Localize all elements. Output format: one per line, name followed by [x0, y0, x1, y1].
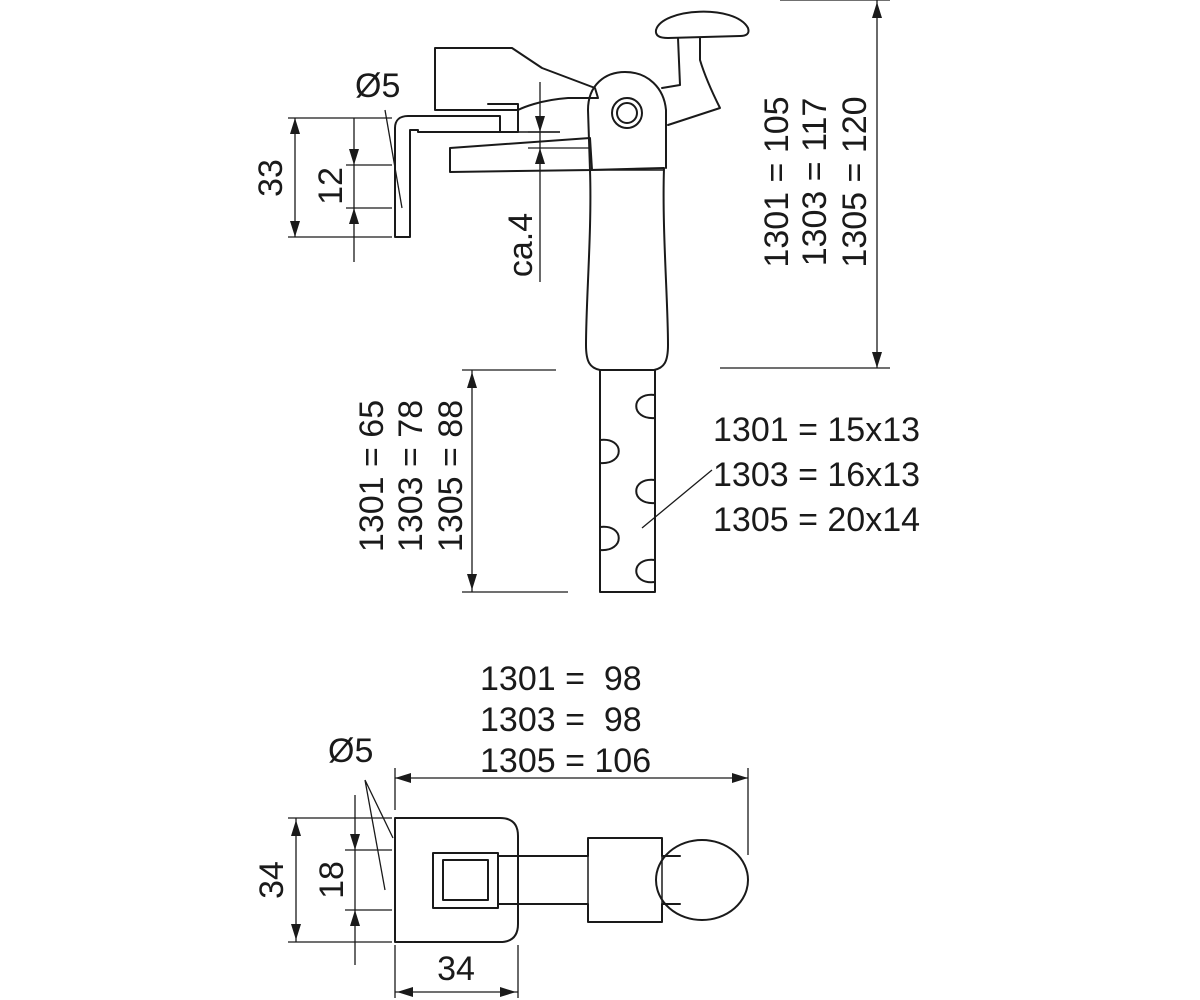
top-hole-diameter-label: Ø5: [328, 732, 373, 770]
lever-knob: [654, 10, 750, 39]
top-hole-leader: [364, 779, 394, 891]
dim-33: [288, 117, 392, 238]
hinge-block: [432, 852, 499, 909]
pin-teeth: [599, 393, 656, 584]
fixing-plate: [394, 115, 501, 238]
pin-length-1301: 1301 = 65: [353, 400, 391, 552]
pivot-hole-inner: [616, 102, 638, 124]
dim-body-height: [720, 0, 890, 369]
lever-arm: [661, 37, 721, 126]
body-height-1305: 1305 = 120: [836, 96, 874, 267]
overall-length-1305: 1305 = 106: [480, 742, 651, 780]
plate-height-label: 34: [253, 861, 291, 899]
pivot-hole-outer: [611, 97, 643, 129]
top-arm: [497, 837, 681, 923]
pin-outline: [599, 369, 656, 593]
side-view: Ø5 33 12 ca.4: [252, 0, 920, 593]
side-hole-leader: [384, 109, 403, 209]
dim-hole-spacing: [345, 795, 392, 965]
dim-ca4: [528, 82, 590, 282]
top-knob: [655, 839, 749, 921]
dim-12-label: 12: [312, 167, 350, 205]
overall-length-1303: 1303 = 98: [480, 701, 642, 739]
base-plate: [394, 817, 519, 943]
dim-12: [346, 118, 392, 262]
pin-length-1305: 1305 = 88: [432, 400, 470, 552]
plate-width-label: 34: [437, 950, 475, 988]
pin-length-1303: 1303 = 78: [392, 400, 430, 552]
body-height-1301: 1301 = 105: [758, 96, 796, 267]
pin-size-1303: 1303 = 16x13: [713, 456, 920, 494]
dim-plate-height: [288, 817, 392, 943]
pin-size-leader: [641, 469, 713, 529]
dim-overall-length: [394, 768, 749, 855]
upper-jaw: [434, 47, 599, 111]
top-view: 1301 = 98 1303 = 98 1305 = 106 Ø5: [253, 660, 749, 998]
overall-length-1301: 1301 = 98: [480, 660, 642, 698]
side-hole-diameter-label: Ø5: [355, 67, 400, 105]
dim-33-label: 33: [252, 159, 290, 197]
pin-size-1305: 1305 = 20x14: [713, 501, 920, 539]
hinge-block-inner: [442, 859, 489, 901]
body-height-1303: 1303 = 117: [796, 98, 834, 267]
pin-size-1301: 1301 = 15x13: [713, 411, 920, 449]
lower-bar: [449, 137, 593, 173]
hole-spacing-label: 18: [313, 861, 351, 899]
dim-pin-length: [462, 369, 568, 593]
pivot-head: [587, 71, 667, 171]
dim-ca4-label: ca.4: [502, 213, 540, 277]
stop-body: [585, 167, 669, 371]
dim-plate-width: [394, 945, 519, 998]
